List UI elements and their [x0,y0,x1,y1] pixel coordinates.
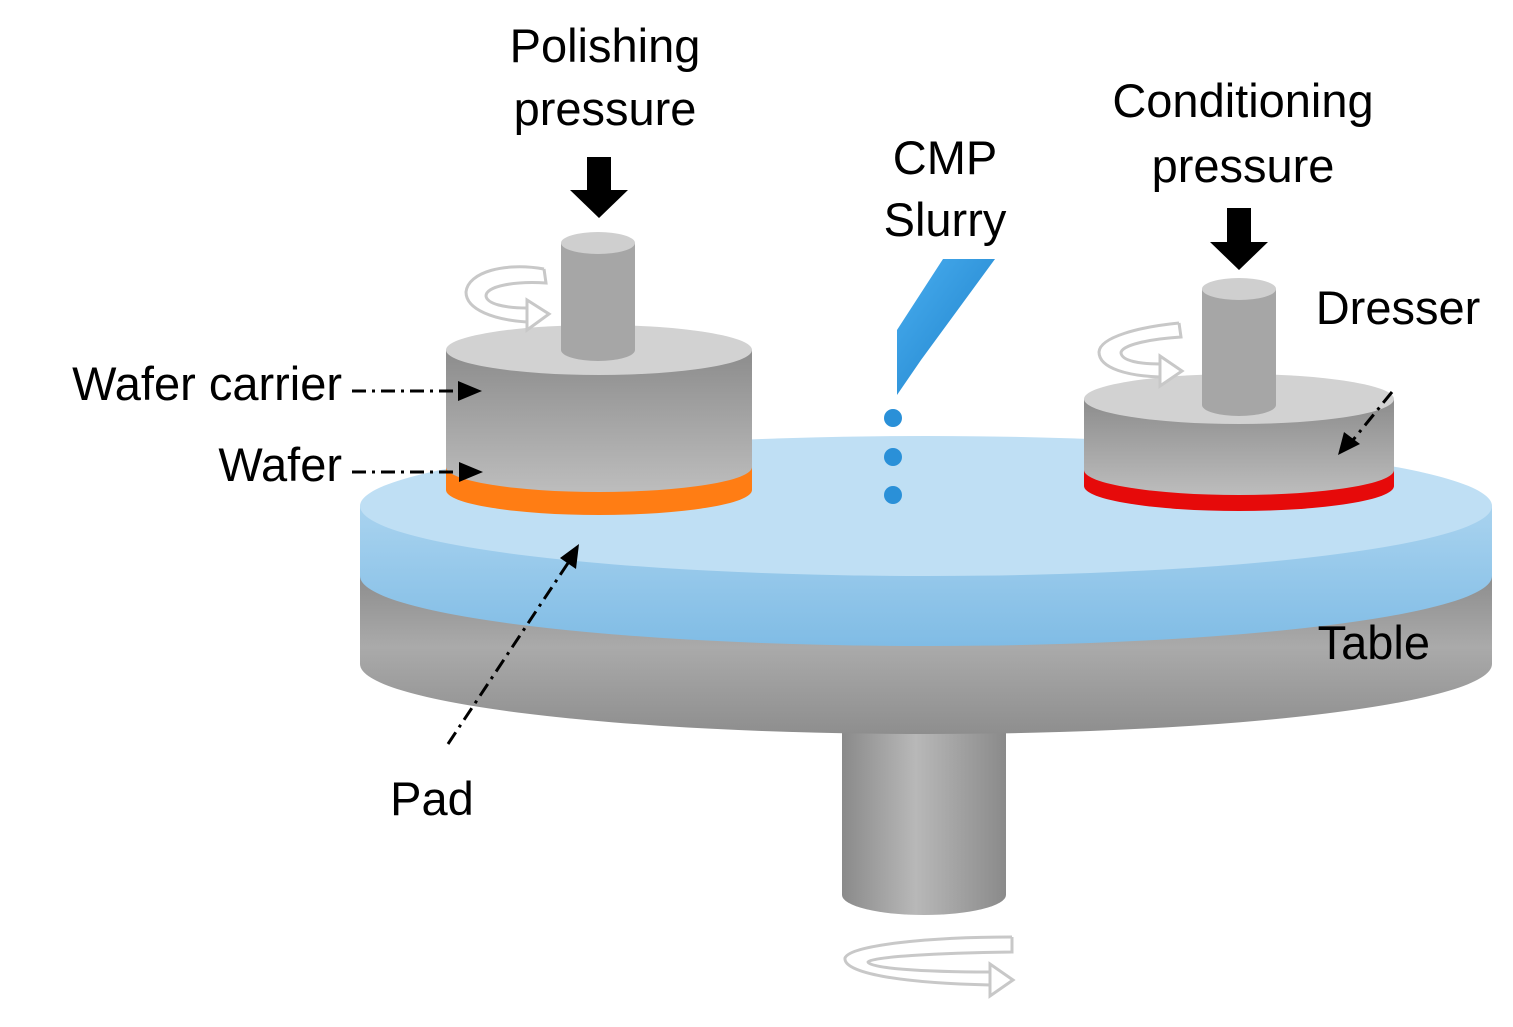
rotation-arrow-icon [1097,321,1185,389]
carrier-shaft [561,243,635,361]
dresser-label: Dresser [1316,281,1481,334]
conditioning-pressure-label-line1: Conditioning [1112,74,1373,127]
conditioning-pressure-label-line2: pressure [1152,139,1335,192]
cmp-slurry-label-line1: CMP [893,131,997,184]
down-arrow-icon [570,157,628,218]
rotation-arrow-icon [464,265,552,333]
wafer-label: Wafer [218,438,342,491]
dresser-assembly [1084,278,1394,511]
pad-label: Pad [390,772,474,825]
polishing-pressure-label-line2: pressure [514,82,697,135]
dresser-head [1084,399,1394,495]
leader-lines [352,389,1394,745]
slurry-nozzle-icon [897,259,995,395]
slurry-drops [884,409,902,504]
cmp-slurry-label-line2: Slurry [884,193,1007,246]
table-spindle [842,700,1006,915]
down-arrow-icon [1210,208,1268,270]
wafer-carrier-assembly [446,232,752,515]
wafer-carrier-label: Wafer carrier [72,357,342,410]
table-label: Table [1318,616,1430,669]
polishing-pressure-label-line1: Polishing [510,19,701,72]
wafer-carrier [446,350,752,492]
dresser-shaft [1202,289,1276,416]
leader-arrowheads [458,381,1360,569]
rotation-arrow-icon [843,935,1016,999]
